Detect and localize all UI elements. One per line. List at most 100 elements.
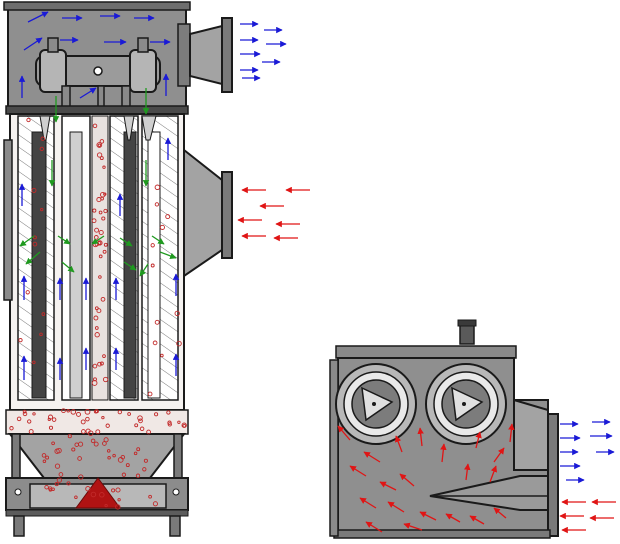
dust-particle: [99, 156, 104, 161]
cartridge-2-core: [69, 131, 83, 399]
dust-particle: [139, 426, 145, 432]
dust-particle: [94, 326, 99, 330]
dust-particle: [177, 420, 181, 424]
dust-particle: [90, 438, 96, 444]
dust-particle: [167, 420, 172, 425]
dust-particle: [133, 451, 138, 456]
cartridge-3-core: [123, 131, 137, 399]
dust-particle: [40, 207, 44, 212]
dust-particle: [41, 453, 47, 458]
dust-particle: [111, 488, 116, 493]
dust-particle: [147, 391, 153, 397]
dust-particle: [146, 429, 151, 435]
dust-particle: [160, 353, 164, 358]
dust-particle: [117, 498, 121, 502]
dust-particle: [76, 411, 81, 417]
dust-particle: [56, 477, 63, 483]
dust-particle: [16, 416, 22, 422]
dust-particle: [97, 143, 102, 148]
dust-particle: [32, 235, 37, 240]
dust-particle: [104, 503, 108, 508]
dust-particle: [142, 467, 147, 472]
dust-particle: [102, 376, 109, 383]
inlet-baffle: [429, 475, 549, 511]
dust-particle: [51, 417, 57, 422]
dust-particle: [176, 340, 182, 347]
dust-particle: [97, 361, 102, 367]
dust-particle: [182, 423, 187, 428]
dust-particle: [66, 481, 71, 486]
dust-particle: [99, 139, 105, 144]
filter-cartridges: [17, 115, 179, 401]
dust-particle: [154, 202, 160, 207]
dust-particle: [100, 296, 106, 302]
outlet-duct-top: [513, 398, 549, 471]
dust-particle: [47, 417, 51, 422]
dust-particle: [32, 360, 36, 365]
dust-particle: [90, 491, 97, 498]
venturi-1: [39, 115, 51, 141]
cartridge-opening-2: [425, 363, 507, 445]
dust-particle: [22, 411, 28, 417]
dust-particle: [54, 463, 61, 469]
dust-particle: [150, 243, 155, 248]
dust-particle: [101, 415, 105, 420]
dust-particle: [93, 441, 99, 447]
top-rail: [335, 345, 517, 359]
dust-particle: [25, 290, 30, 295]
plenum-top-flange: [3, 1, 191, 11]
right-flange: [547, 413, 559, 537]
dust-particle: [93, 377, 97, 382]
dirty-air-arrows-side: [237, 186, 310, 242]
dust-particle: [85, 416, 90, 422]
dust-particle: [154, 184, 161, 191]
dust-particle: [121, 472, 127, 477]
dust-particle: [56, 447, 62, 454]
dust-particle: [98, 254, 103, 259]
dust-particle: [28, 429, 34, 435]
dust-particle: [102, 441, 107, 446]
dust-particle: [99, 361, 104, 366]
dust-particle: [165, 214, 171, 220]
dust-particle: [174, 310, 180, 317]
dust-particle: [115, 504, 121, 510]
dust-particle: [103, 208, 108, 214]
dust-particle: [137, 415, 143, 421]
dust-particle: [105, 423, 110, 428]
dust-particle: [31, 187, 37, 193]
dust-particle: [103, 242, 108, 247]
dust-particle: [9, 426, 14, 431]
plenum-access-panel: [177, 23, 191, 87]
clean-air-arrows-side: [18, 11, 287, 380]
dust-particle: [26, 117, 31, 123]
dust-particle: [48, 425, 54, 430]
dust-particle: [102, 249, 107, 254]
dust-particle: [40, 136, 45, 141]
dust-particle: [85, 428, 91, 434]
dust-particle: [94, 227, 100, 233]
dust-particle: [99, 492, 105, 498]
dust-particle: [150, 263, 155, 268]
dust-particle: [92, 123, 98, 129]
dust-particle: [58, 472, 64, 477]
dust-particle: [85, 486, 91, 492]
dust-particle: [106, 449, 111, 453]
dust-particle: [167, 422, 172, 427]
dust-particle: [166, 410, 171, 415]
dust-particle: [115, 487, 121, 493]
dust-particle: [39, 332, 43, 337]
dust-particle: [98, 275, 102, 279]
dirty-air-arrows-inlet-top: [559, 498, 616, 534]
clean-air-arrows-top: [560, 418, 615, 484]
dust-particle: [98, 229, 104, 236]
side-elevation-view: [3, 1, 310, 537]
dust-particle: [107, 456, 111, 460]
dust-particle: [61, 408, 66, 414]
lid-handle: [459, 323, 475, 345]
dust-particle: [32, 241, 38, 247]
dust-particle: [96, 308, 102, 314]
dust-particle: [101, 216, 106, 221]
dust-particle: [84, 408, 91, 415]
dust-particle: [98, 210, 103, 215]
